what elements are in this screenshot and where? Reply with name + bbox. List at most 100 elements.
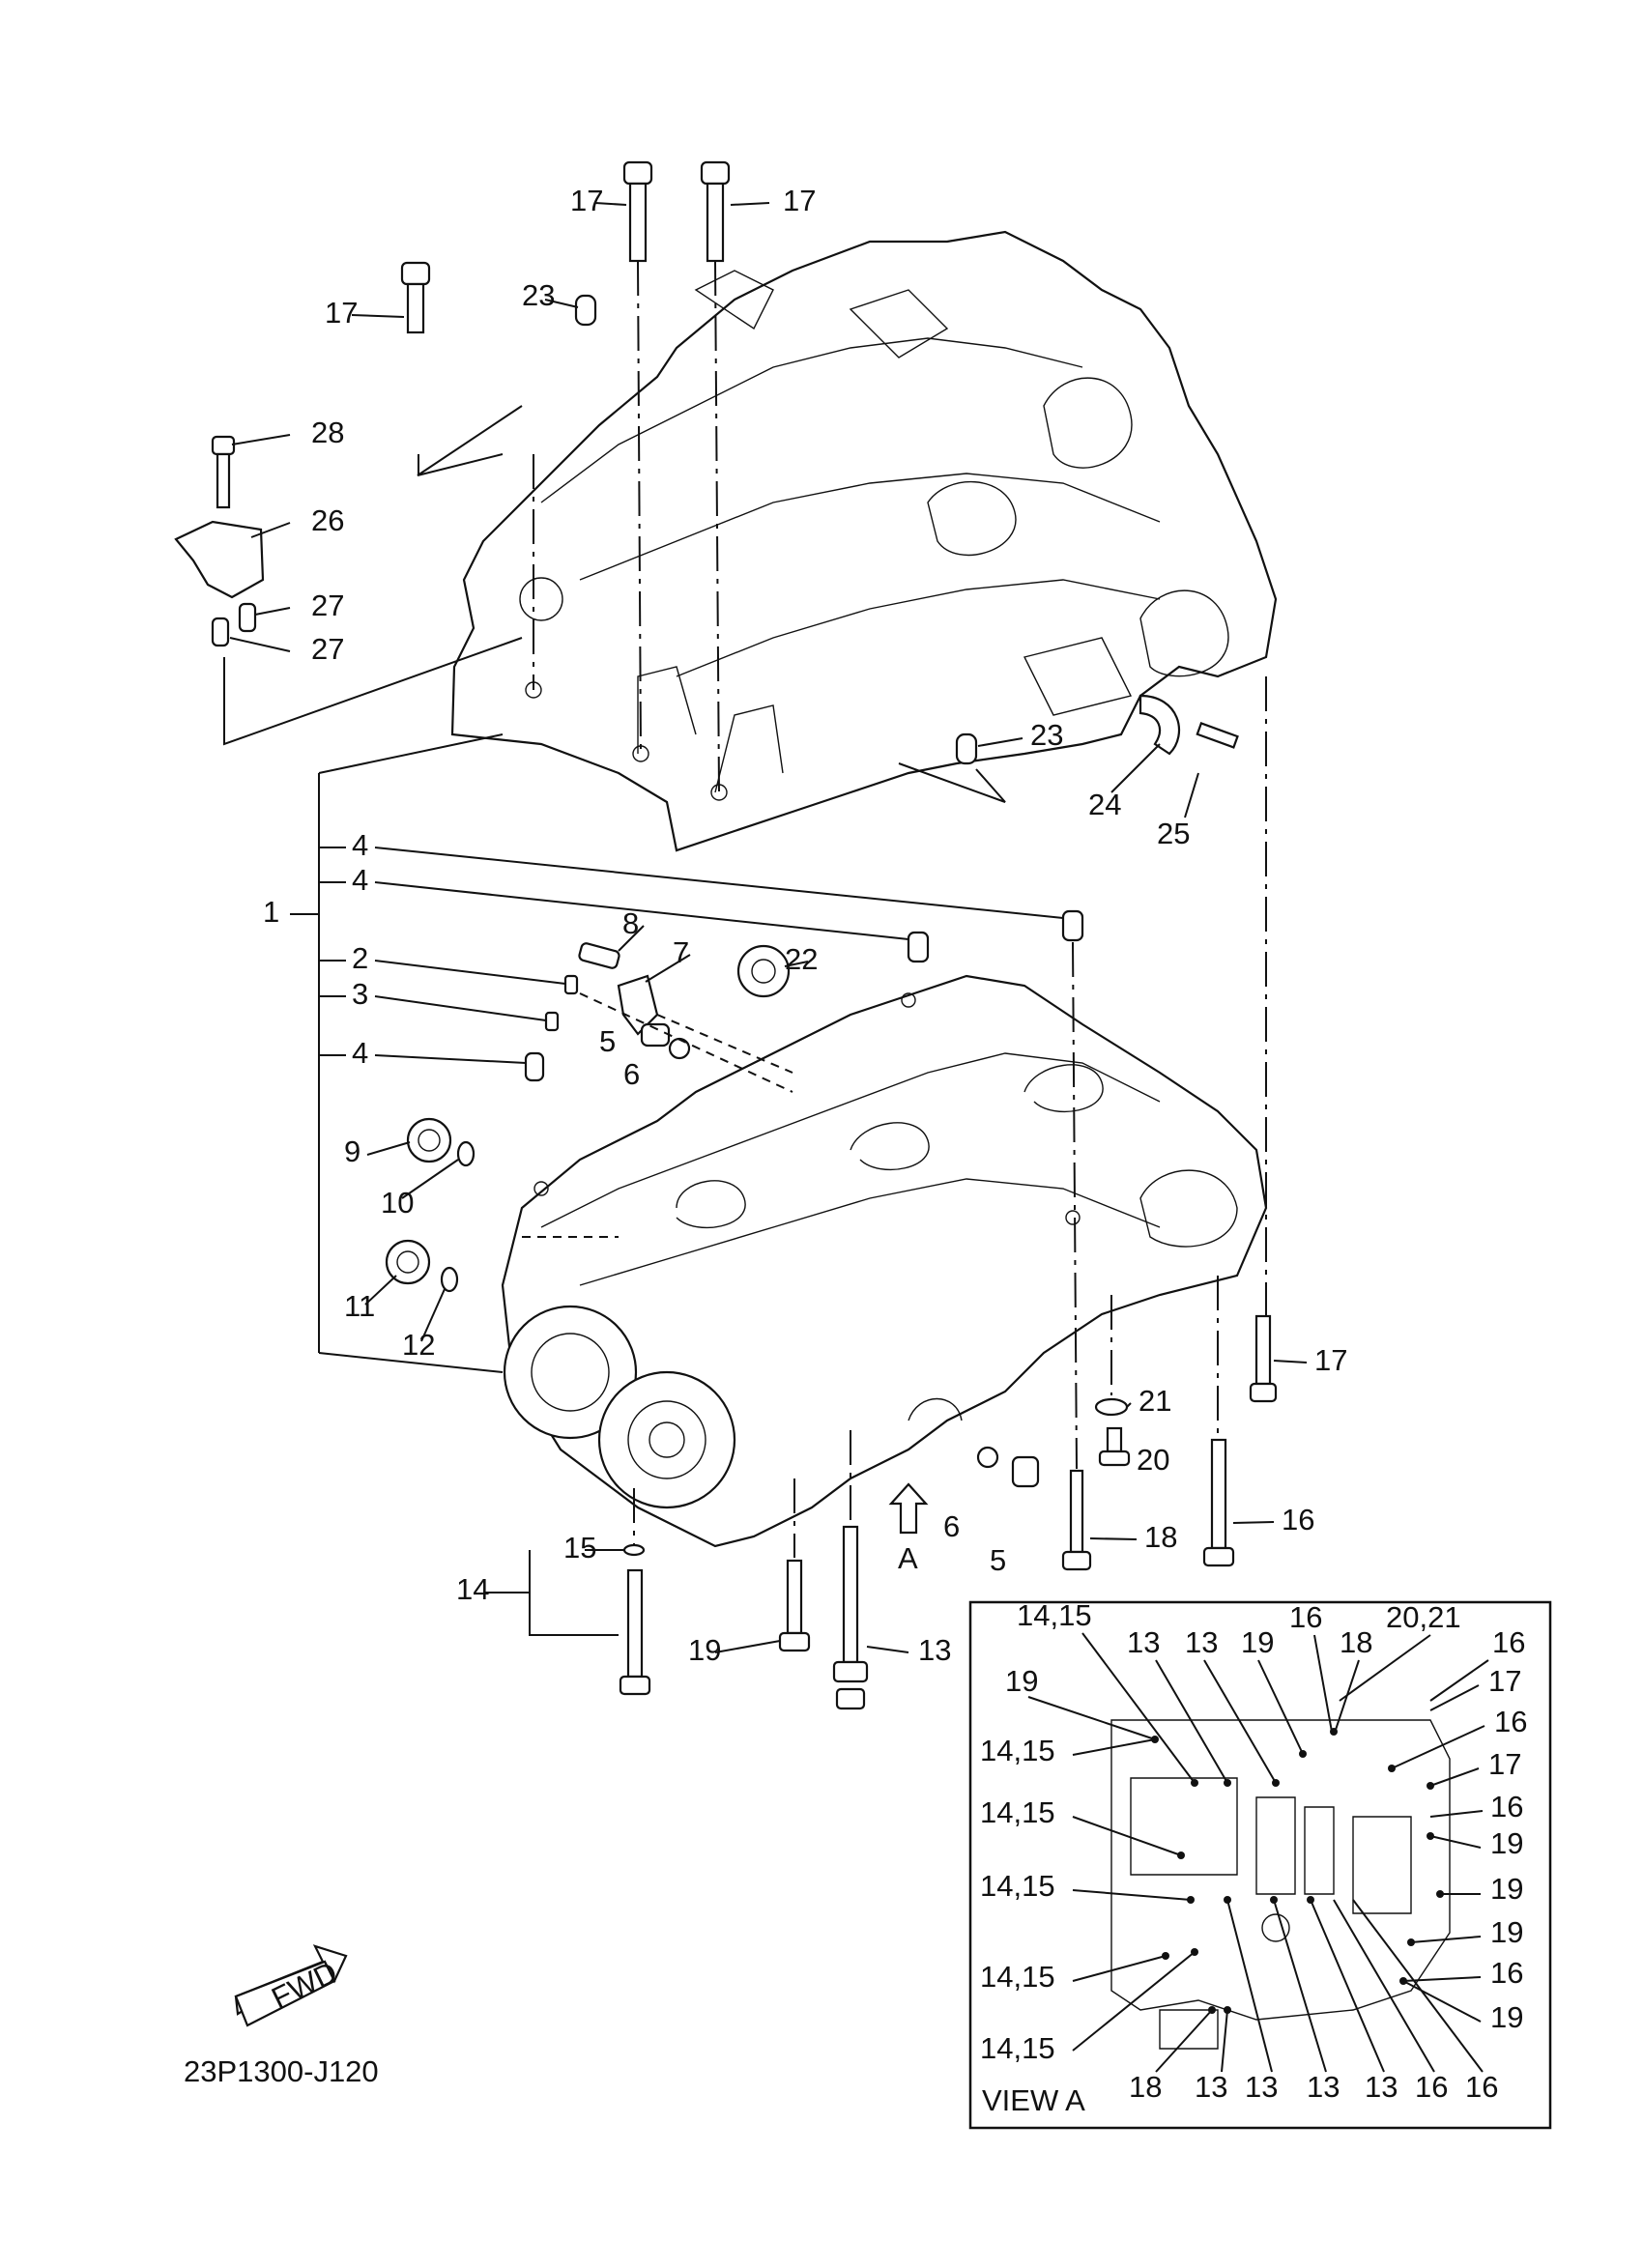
callout-number: 19 <box>1005 1664 1038 1698</box>
bearing-22 <box>736 944 791 998</box>
callout-number: 17 <box>325 296 358 330</box>
callout-number: 27 <box>311 632 344 666</box>
callout-number: 17 <box>570 184 603 217</box>
callout-number: 16 <box>1282 1503 1314 1536</box>
dowel-4b <box>907 931 930 963</box>
bolt-17-right <box>700 160 731 263</box>
view-a-inset <box>968 1600 1552 2130</box>
callout-number: 21 <box>1139 1384 1171 1418</box>
callout-number: 13 <box>1185 1625 1218 1659</box>
callout-number: 4 <box>352 1036 368 1070</box>
dowel-23b <box>955 732 978 765</box>
callout-number: 4 <box>352 863 368 897</box>
callout-number: 14,15 <box>980 1734 1055 1767</box>
callout-number: 26 <box>311 503 344 537</box>
callout-number: 23 <box>1030 718 1063 752</box>
callout-number: 6 <box>943 1509 960 1543</box>
leader-lines <box>223 202 1308 1653</box>
callout-number: 19 <box>688 1633 721 1667</box>
callout-number: 16 <box>1465 2070 1498 2104</box>
screw-25 <box>1196 722 1239 749</box>
oring-10 <box>456 1140 476 1167</box>
callout-number: 3 <box>352 977 368 1011</box>
callout-number: 22 <box>785 942 818 976</box>
callout-number: 17 <box>1488 1664 1521 1698</box>
callout-number: 14,15 <box>1017 1598 1092 1632</box>
callout-number: 19 <box>1241 1625 1274 1659</box>
view-a-label: VIEW A <box>982 2083 1085 2117</box>
oring-15 <box>622 1543 646 1557</box>
callout-number: 18 <box>1129 2070 1162 2104</box>
callout-number: 5 <box>990 1543 1006 1577</box>
plug-11 <box>385 1239 431 1285</box>
callout-number: 19 <box>1490 1872 1523 1906</box>
bolt-18 <box>1061 1469 1092 1571</box>
callout-number: 8 <box>622 906 639 940</box>
callout-number: 1 <box>263 895 279 929</box>
bolt-17-lower <box>1249 1314 1278 1403</box>
oring-6b <box>976 1446 999 1469</box>
callout-number: 9 <box>344 1134 360 1168</box>
upper-crankcase <box>450 230 1278 852</box>
dowel-27b <box>211 617 230 647</box>
callout-number: 14,15 <box>980 2031 1055 2065</box>
dowel-23 <box>574 294 597 327</box>
dowel-27a <box>238 602 257 633</box>
callout-number: 14,15 <box>980 1795 1055 1829</box>
callout-number: 20,21 <box>1386 1600 1461 1634</box>
callout-number: 18 <box>1340 1625 1372 1659</box>
callout-number: 17 <box>1488 1747 1521 1781</box>
bolt-28 <box>211 435 236 509</box>
callout-number: 18 <box>1144 1520 1177 1554</box>
callout-number: 16 <box>1494 1705 1527 1738</box>
callout-number: 27 <box>311 589 344 622</box>
dowel-4a <box>1061 909 1084 942</box>
bolt-20 <box>1098 1426 1131 1467</box>
callout-number: 14 <box>456 1572 489 1606</box>
plate-24 <box>1139 694 1181 756</box>
jet-5b <box>1011 1455 1040 1488</box>
bracket-26 <box>174 520 265 599</box>
callout-number: 13 <box>1195 2070 1227 2104</box>
bolt-17-left <box>622 160 653 263</box>
bolt-19 <box>778 1559 811 1652</box>
bolt-13 <box>832 1525 869 1710</box>
pin-3 <box>544 1011 560 1032</box>
washer-21 <box>1094 1397 1129 1417</box>
callout-number: 12 <box>402 1328 435 1362</box>
pin-2 <box>563 974 579 995</box>
callout-number: 17 <box>1314 1343 1347 1377</box>
callout-number: 19 <box>1490 1915 1523 1949</box>
callout-number: 13 <box>1307 2070 1340 2104</box>
callout-number: 6 <box>623 1057 640 1091</box>
callout-number: 14,15 <box>980 1869 1055 1903</box>
bolt-17-side <box>400 261 431 334</box>
callout-number: 28 <box>311 416 344 449</box>
oring-12 <box>440 1266 459 1293</box>
callout-number: 10 <box>381 1186 414 1220</box>
view-a-arrow <box>888 1482 929 1535</box>
plug-9 <box>406 1117 452 1163</box>
callout-number: 16 <box>1289 1600 1322 1634</box>
bolt-14 <box>619 1568 651 1696</box>
callout-number: 23 <box>522 278 555 312</box>
callout-number: A <box>898 1541 918 1575</box>
callout-number: 19 <box>1490 2000 1523 2034</box>
callout-number: 5 <box>599 1024 616 1058</box>
callout-number: 7 <box>673 935 689 969</box>
callout-number: 2 <box>352 941 368 975</box>
callout-number: 11 <box>344 1289 375 1323</box>
callout-number: 16 <box>1415 2070 1448 2104</box>
lower-crankcase <box>501 974 1268 1548</box>
bolt-16 <box>1202 1438 1235 1567</box>
callout-number: 17 <box>783 184 816 217</box>
callout-number: 19 <box>1490 1826 1523 1860</box>
fwd-label: FWD <box>267 1955 343 2015</box>
alignment-lines <box>522 260 1267 1558</box>
callout-number: 4 <box>352 828 368 862</box>
callout-number: 16 <box>1490 1956 1523 1990</box>
fwd-arrow: FWD <box>234 1944 348 2027</box>
callout-number: 13 <box>1245 2070 1278 2104</box>
dowel-4c <box>524 1051 545 1082</box>
